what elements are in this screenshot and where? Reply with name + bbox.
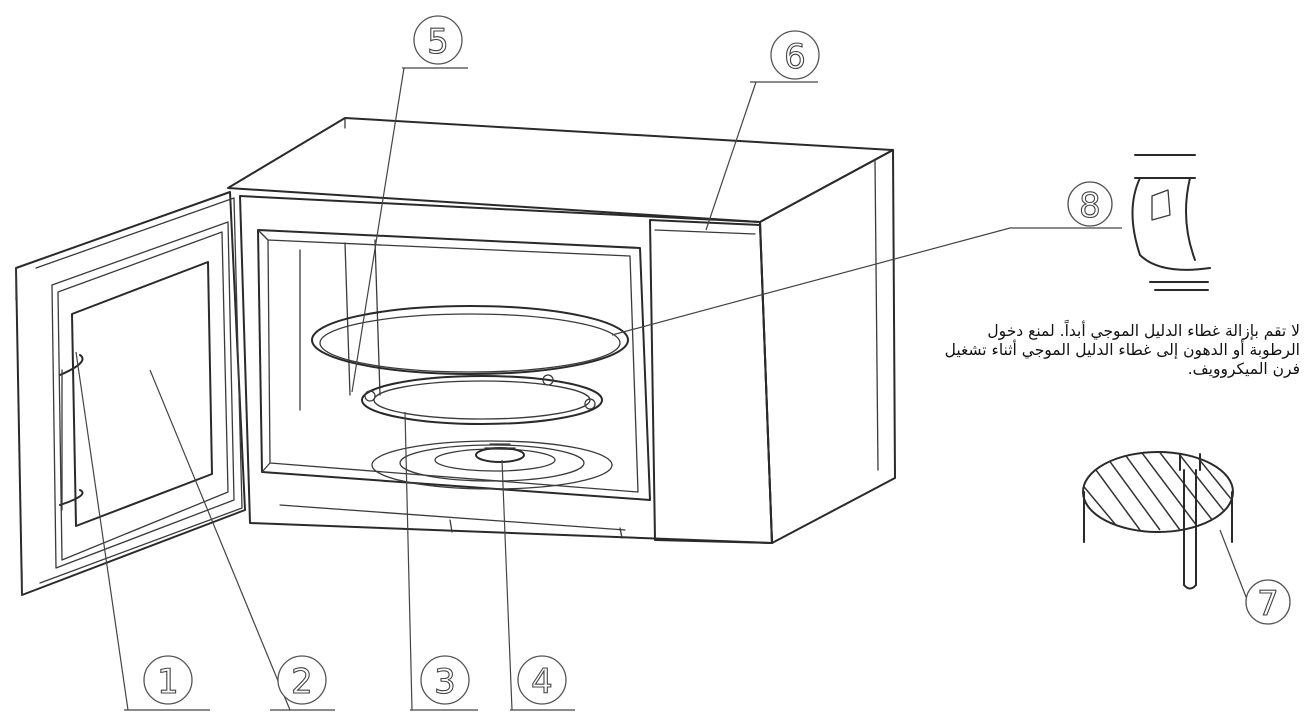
callout-2: 2 [277,655,327,705]
callout-8: 8 [1067,181,1113,227]
callout-4: 4 [517,655,567,705]
callout-1-label: 1 [157,662,179,702]
turntable-floor [371,440,613,490]
oven-cavity [257,229,651,539]
callout-6-label: 6 [784,37,806,77]
callout-1: 1 [143,655,193,705]
control-panel [649,219,773,544]
callout-2-label: 2 [291,662,313,702]
callout-5: 5 [413,15,463,65]
callout-7: 7 [1245,579,1291,625]
callout-3-label: 3 [434,662,456,702]
callout-8-label: 8 [1079,186,1101,226]
callout-6: 6 [770,30,820,80]
microwave-door [15,191,246,596]
leader-lines [75,67,1249,711]
callout-3: 3 [420,655,470,705]
grill-rack [1082,451,1234,590]
waveguide-warning-note: لا تقم بإزالة غطاء الدليل الموجي أبداً. … [944,322,1300,378]
roller-ring [361,374,603,425]
microwave-cabinet [227,117,896,544]
callout-7-label: 7 [1257,584,1279,624]
callout-4-label: 4 [531,662,553,702]
glass-tray [311,305,629,375]
waveguide-cover [1131,154,1211,291]
callout-5-label: 5 [427,22,449,62]
